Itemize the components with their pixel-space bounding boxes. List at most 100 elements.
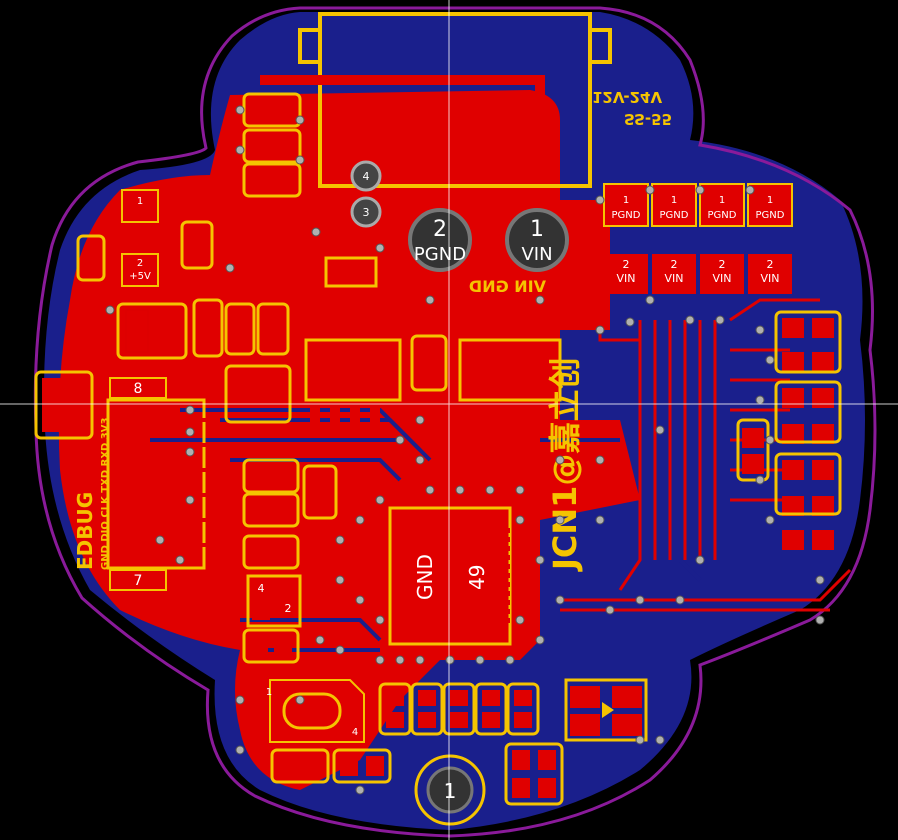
pgnd-pad-num: 1: [767, 195, 773, 206]
debug-traces: [180, 418, 220, 547]
mcu-pin-pad: [433, 632, 438, 641]
crystal: [262, 679, 365, 743]
debug-pin-labels: GND DIO CLK TXD RXD 3V3: [100, 417, 111, 570]
via: [395, 655, 405, 665]
mid-left-caps: [242, 458, 338, 664]
via: [645, 185, 655, 195]
pad-7: [109, 569, 167, 591]
via: [535, 295, 545, 305]
pgnd-terminal-label: PGND: [414, 244, 466, 265]
mcu-pin-pad: [442, 632, 447, 641]
mcu-pin-pad: [406, 632, 411, 641]
via: [295, 695, 305, 705]
vin-terminal: [505, 208, 569, 272]
via: [635, 735, 645, 745]
header-pin-3: 3: [363, 206, 370, 219]
via: [185, 495, 195, 505]
via: [815, 615, 825, 625]
via: [555, 515, 565, 525]
brand-silk: JCN1@嘉立创: [546, 358, 584, 572]
mcu-pin-pad: [451, 512, 456, 521]
via: [335, 535, 345, 545]
mcu-pin-pad: [487, 632, 492, 641]
mcu-pin-pad: [469, 632, 474, 641]
via: [765, 435, 775, 445]
edbug-silk: EDBUG: [73, 492, 97, 570]
mcu-pin-pad: [502, 618, 510, 623]
via: [605, 605, 615, 615]
via: [235, 695, 245, 705]
via: [375, 615, 385, 625]
mcu-pin-pad: [392, 555, 400, 560]
bottom-caps: [270, 678, 648, 806]
pgnd-pad-label: PGND: [612, 210, 641, 221]
mount-hole-inner: [426, 766, 474, 814]
pad-1-label: 1: [137, 196, 143, 207]
via: [755, 325, 765, 335]
mcu-pin-pad: [502, 555, 510, 560]
via: [505, 655, 515, 665]
via: [485, 485, 495, 495]
pgnd-pad-label: PGND: [660, 210, 689, 221]
mcu-chip: [388, 506, 512, 646]
via: [415, 655, 425, 665]
via: [185, 405, 195, 415]
via: [685, 315, 695, 325]
plus5v-label: +5V: [129, 271, 151, 282]
via: [295, 155, 305, 165]
pgnd-pad-num: 1: [671, 195, 677, 206]
via: [625, 317, 635, 327]
mcu-pin-pad: [502, 564, 510, 569]
via: [235, 145, 245, 155]
via: [695, 555, 705, 565]
pgnd-terminal: [408, 208, 472, 272]
via: [755, 475, 765, 485]
via: [515, 615, 525, 625]
mcu-pin-pad: [392, 537, 400, 542]
pad-8-label: 8: [134, 381, 143, 397]
vin-pad-num: 2: [767, 258, 774, 271]
via: [595, 325, 605, 335]
mcu-pin-pad: [502, 537, 510, 542]
via: [311, 227, 321, 237]
mcu-pin-pad: [502, 582, 510, 587]
header-pin-4: 4: [363, 170, 370, 183]
via: [765, 515, 775, 525]
header-pins: [350, 160, 382, 228]
via: [185, 427, 195, 437]
via: [535, 555, 545, 565]
via: [335, 575, 345, 585]
via: [425, 295, 435, 305]
via: [375, 495, 385, 505]
pgnd-terminal-num: 2: [433, 217, 447, 242]
vin-pad-label: VIN: [713, 272, 732, 285]
via: [635, 595, 645, 605]
via: [655, 735, 665, 745]
via: [475, 655, 485, 665]
mcu-pin-pad: [392, 618, 400, 623]
via: [375, 243, 385, 253]
mcu-pin-pad: [392, 600, 400, 605]
vin-terminal-num: 1: [530, 217, 544, 242]
mcu-pin-pad: [406, 512, 411, 521]
via: [515, 485, 525, 495]
via: [415, 415, 425, 425]
mount-hole-num: 1: [444, 779, 457, 803]
mcu-pin-label: 49: [465, 565, 489, 590]
via: [695, 185, 705, 195]
mcu-pin-pad: [502, 528, 510, 533]
pgnd-pad-label: PGND: [756, 210, 785, 221]
mcu-pin-pad: [502, 600, 510, 605]
via: [155, 535, 165, 545]
pgnd-pad-num: 1: [623, 195, 629, 206]
via: [375, 655, 385, 665]
board-outline: [33, 6, 877, 838]
via: [355, 595, 365, 605]
mcu-pin-pad: [442, 512, 447, 521]
via: [175, 555, 185, 565]
via: [355, 515, 365, 525]
ss-silk: SS-55: [624, 110, 672, 128]
via: [515, 515, 525, 525]
